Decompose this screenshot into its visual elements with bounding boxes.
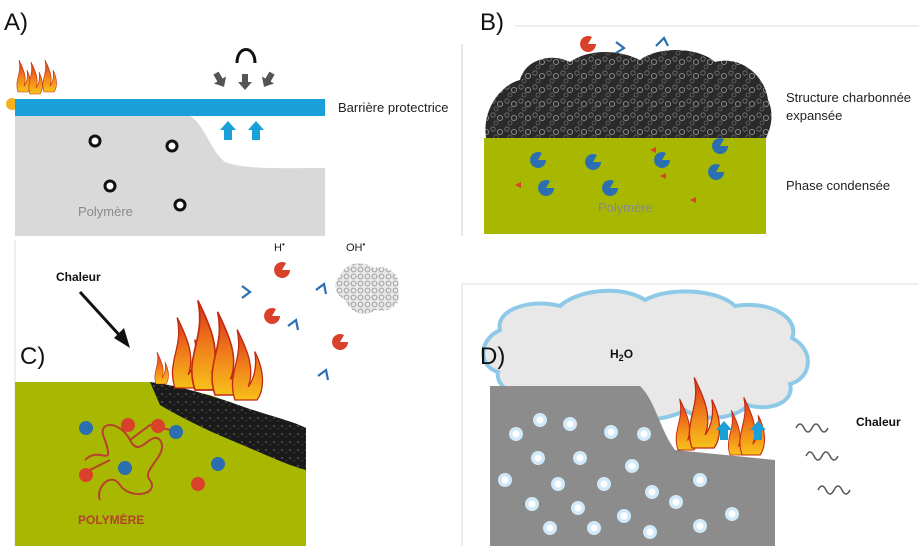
phase-label: Phase condensée xyxy=(786,178,890,193)
barrier-label: Barrière protectrice xyxy=(338,100,449,115)
oh-cluster xyxy=(335,263,400,314)
panel-a: A) Barrière protectrice xyxy=(4,9,463,236)
heat-arrow-head xyxy=(114,328,130,348)
radical-red-icon xyxy=(261,305,283,327)
oh-radical-label: OH• xyxy=(346,240,366,254)
radical-chevron-icon xyxy=(241,285,252,299)
radical-red-icon xyxy=(271,259,293,281)
gas-molecule-icon xyxy=(235,48,257,64)
down-arrow-icons xyxy=(209,69,279,91)
panel-b-letter: B) xyxy=(480,9,504,36)
polymer-label-a: Polymère xyxy=(78,204,133,219)
soot-layer xyxy=(150,382,306,470)
condensed-phase-block xyxy=(484,138,766,234)
panel-c: C) Chaleur H• OH• xyxy=(14,240,400,546)
polymer-label-c: POLYMÈRE xyxy=(78,512,144,527)
panel-c-letter: C) xyxy=(20,343,45,370)
radical-red-small-icons xyxy=(515,147,696,203)
radical-chevron-icon xyxy=(655,36,669,47)
radical-chevron-icon xyxy=(315,282,328,295)
panel-d: D) H2O Chaleur xyxy=(461,283,919,546)
panel-b: B) Structure charbonnée expansée Phase c… xyxy=(480,9,919,234)
polymer-label-b: Polymère xyxy=(598,200,653,215)
radical-chevron-icon xyxy=(615,41,626,54)
radical-red-icon xyxy=(577,33,599,55)
heat-arrow xyxy=(78,290,124,340)
radical-chevron-icon xyxy=(287,318,300,331)
char-label-line1: Structure charbonnée xyxy=(786,90,911,105)
char-structure xyxy=(485,50,772,138)
polymer-dots xyxy=(79,418,225,491)
heat-wave-icons xyxy=(795,423,851,495)
panel-a-letter: A) xyxy=(4,9,28,36)
radical-chevron-icon xyxy=(317,368,330,381)
radical-red-icon xyxy=(329,331,351,353)
up-arrow-icons-a xyxy=(220,121,264,140)
polymer-block-c xyxy=(15,382,306,546)
h-radical-label: H• xyxy=(274,240,285,254)
protective-barrier xyxy=(15,99,325,116)
flame-icon-c xyxy=(154,299,264,401)
char-label-line2: expansée xyxy=(786,108,842,123)
heat-label-d: Chaleur xyxy=(856,415,901,429)
polymer-block-a xyxy=(15,116,325,236)
panel-d-letter: D) xyxy=(480,343,505,370)
heat-label-c: Chaleur xyxy=(56,270,101,284)
water-label: H2O xyxy=(610,347,633,363)
